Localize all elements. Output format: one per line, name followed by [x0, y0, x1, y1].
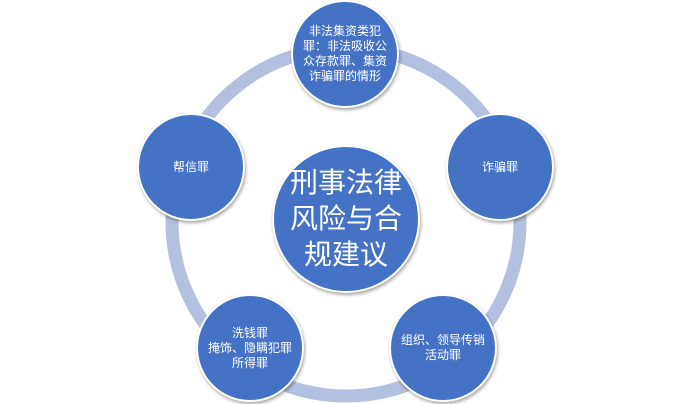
node-aiding-info-crime: 帮信罪	[137, 113, 245, 221]
node-aiding-info-crime-label: 帮信罪	[172, 159, 209, 174]
center-node: 刑事法律风险与合规建议	[272, 145, 420, 293]
node-fraud: 诈骗罪	[446, 113, 554, 221]
center-node-label: 刑事法律风险与合规建议	[290, 166, 403, 271]
node-illegal-fundraising: 非法集资类犯罪：非法吸收公众存款罪、集资诈骗罪的情形	[291, 0, 399, 108]
node-fraud-label: 诈骗罪	[481, 159, 518, 174]
node-illegal-fundraising-label: 非法集资类犯罪：非法吸收公众存款罪、集资诈骗罪的情形	[303, 24, 388, 83]
node-money-laundering: 洗钱罪 掩饰、隐瞒犯罪所得罪	[196, 294, 304, 402]
node-pyramid-scheme: 组织、领导传销活动罪	[389, 294, 497, 402]
node-money-laundering-label: 洗钱罪 掩饰、隐瞒犯罪所得罪	[208, 325, 293, 370]
node-pyramid-scheme-label: 组织、领导传销活动罪	[401, 333, 486, 362]
